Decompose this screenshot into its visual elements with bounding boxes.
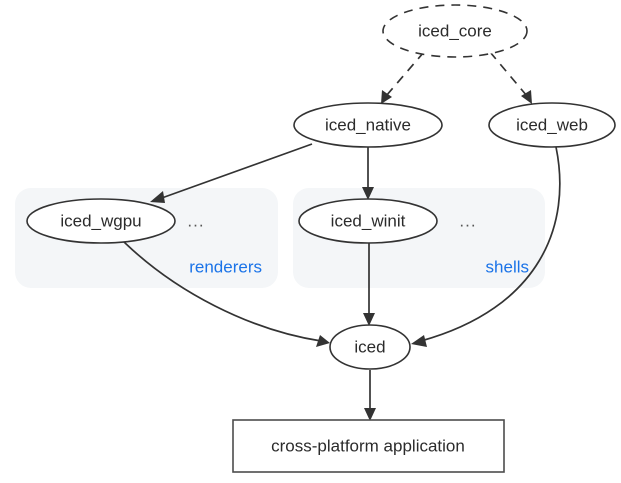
cluster-shells-label: shells <box>486 257 529 276</box>
edge-iced-web-to-iced-arrow <box>411 335 427 347</box>
node-iced-wgpu-shape[interactable] <box>26 198 176 244</box>
edge-iced-web-to-iced-line <box>420 146 561 342</box>
node-iced-shape[interactable] <box>329 324 411 370</box>
node-iced[interactable]: iced <box>329 324 411 370</box>
edge-iced-to-application <box>364 370 376 421</box>
edge-iced-winit-to-iced <box>363 243 375 326</box>
edge-iced-core-to-iced-native-arrow <box>381 90 392 104</box>
edge-iced-winit-to-iced-arrow <box>363 313 375 326</box>
edge-iced-web-to-iced <box>411 146 561 347</box>
node-iced-core-shape[interactable] <box>382 4 528 58</box>
node-iced-core[interactable]: iced_core <box>382 4 528 58</box>
node-iced-web-shape[interactable] <box>488 102 616 148</box>
edge-iced-core-to-iced-native-line <box>385 51 425 97</box>
node-iced-native-label: iced_native <box>325 115 411 134</box>
edge-iced-native-to-iced-wgpu-arrow <box>150 191 165 203</box>
node-iced-web-label: iced_web <box>516 115 588 134</box>
node-iced-wgpu-label: iced_wgpu <box>60 211 141 230</box>
edge-iced-core-to-iced-native <box>381 51 425 104</box>
node-cross-platform-application-shape[interactable] <box>232 419 505 473</box>
node-iced-label: iced <box>354 337 385 356</box>
node-iced-wgpu[interactable]: iced_wgpu <box>26 198 176 244</box>
edge-iced-native-to-iced-wgpu <box>150 143 313 203</box>
node-iced-winit-label: iced_winit <box>331 211 406 230</box>
edge-iced-to-application-arrow <box>364 408 376 421</box>
node-iced-winit-shape[interactable] <box>298 198 438 244</box>
node-iced-native-shape[interactable] <box>293 102 443 148</box>
renderers-ellipsis-label: ... <box>187 211 204 230</box>
edge-iced-native-to-iced-winit <box>362 147 374 200</box>
cluster-renderers-label: renderers <box>189 257 262 276</box>
node-iced-native[interactable]: iced_native <box>293 102 443 148</box>
edge-iced-core-to-iced-web <box>489 51 532 104</box>
edge-iced-native-to-iced-winit-arrow <box>362 187 374 200</box>
edge-iced-core-to-iced-web-line <box>489 51 528 97</box>
edge-iced-wgpu-to-iced-line <box>121 239 322 342</box>
node-iced-web[interactable]: iced_web <box>488 102 616 148</box>
node-iced-core-label: iced_core <box>418 21 492 40</box>
node-cross-platform-application-label: cross-platform application <box>271 436 465 455</box>
edge-iced-wgpu-to-iced <box>121 239 330 347</box>
edge-iced-native-to-iced-wgpu-line <box>158 143 313 200</box>
edge-iced-wgpu-to-iced-arrow <box>316 335 330 347</box>
shells-ellipsis-label: ... <box>459 211 476 230</box>
node-cross-platform-application[interactable]: cross-platform application <box>232 419 505 473</box>
edge-iced-core-to-iced-web-arrow <box>521 90 532 104</box>
node-iced-winit[interactable]: iced_winit <box>298 198 438 244</box>
